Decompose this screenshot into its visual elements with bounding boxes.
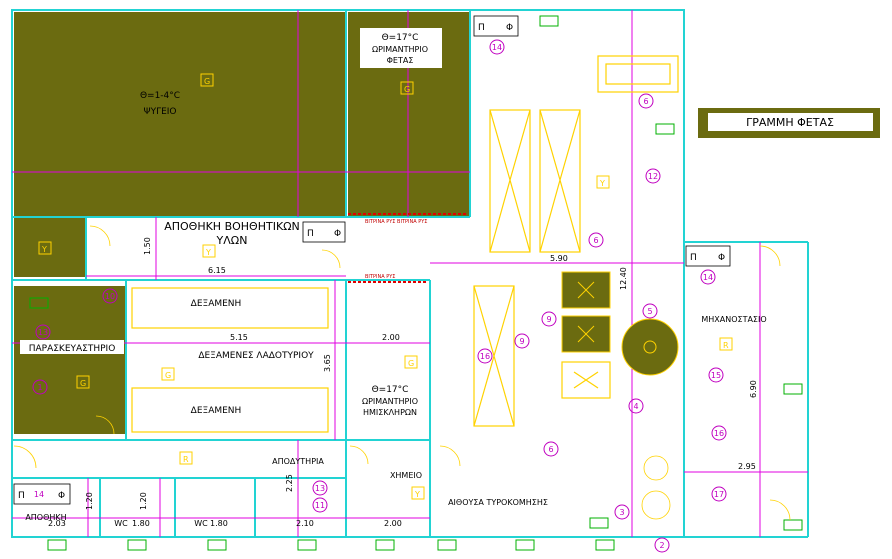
equipment-number: 9 [546,315,551,324]
tanks-oil-label: ΔΕΞΑΜΕΝΕΣ ΛΑΔΟΤΥΡΙΟΥ [198,351,314,361]
dim-615: 6.15 [208,266,226,275]
prep-room-fill [14,286,126,434]
equipment-number: 16 [714,429,724,438]
dim-120a: 1.20 [85,492,94,510]
fridge-temp: Θ=1-4°C [140,91,180,101]
dim-515: 5.15 [230,333,248,342]
svg-text:R: R [183,455,189,464]
tank-top-label: ΔΕΞΑΜΕΝΗ [191,299,242,309]
svg-text:Π: Π [307,229,314,239]
svg-text:R: R [723,341,729,350]
machine-room-label: ΜΗΧΑΝΟΣΤΑΣΙΟ [701,315,766,324]
cheese-vats [473,55,679,427]
svg-text:Π: Π [18,491,25,501]
dim-590: 5.90 [550,254,568,263]
ripening-feta-line2: ΦΕΤΑΣ [387,56,414,65]
tank-bottom-label: ΔΕΞΑΜΕΝΗ [191,406,242,416]
cheese-hall-label: ΑΙΘΟΥΣΑ ΤΥΡΟΚΟΜΗΣΗΣ [448,498,548,507]
equipment-number: 2 [659,541,664,550]
dim-203: 2.03 [48,519,66,528]
storage-label: ΑΠΟΘΗΚΗ [25,513,66,522]
tank-top [131,287,329,329]
equipment-number: 5 [647,307,652,316]
doors [13,225,791,521]
lab-label: ΧΗΜΕΙΟ [390,471,422,480]
svg-text:Φ: Φ [334,229,341,239]
svg-text:Π: Π [478,23,485,33]
dim-690: 6.90 [749,380,758,398]
equipment-number: 3 [619,508,624,517]
fridge-name: ΨΥΓΕΙΟ [143,107,176,117]
round-tank [621,318,679,376]
svg-text:Y: Y [599,179,605,188]
equipment-number: 13 [315,484,325,493]
equipment-number: 14 [34,490,44,499]
ripening-semihard-temp: Θ=17°C [372,385,409,395]
svg-text:G: G [204,77,210,86]
room-tags: G G Y Y G G G R Y Y R [38,73,733,500]
aux-storage-line2: ΥΛΩΝ [216,234,248,247]
equipment-number: 6 [548,445,553,454]
tank-bottom [131,387,329,433]
left-strip-fill [14,217,86,277]
dim-295: 2.95 [738,462,756,471]
vertrina-label-mid: ΒΙΤΡΙΝΑ ΡΥΣ [365,274,395,280]
svg-text:Y: Y [414,490,420,499]
svg-text:Y: Y [205,248,211,257]
dim-365: 3.65 [323,354,332,372]
svg-text:G: G [404,85,410,94]
equipment-number: 6 [593,236,598,245]
equipment-number: 11 [315,501,325,510]
equipment-number: 14 [703,273,713,282]
ripening-semihard-line1: ΩΡΙΜΑΝΤΗΡΙΟ [362,397,418,406]
equipment-number: 12 [648,172,658,181]
dim-200b: 2.00 [384,519,402,528]
wc1-label: WC [114,519,128,528]
dim-1240: 12.40 [619,267,628,290]
dim-180a: 1.80 [132,519,150,528]
dim-225: 2.25 [285,474,294,492]
equipment-number: 15 [711,371,721,380]
equipment-markers [31,39,727,553]
equipment-number: 13 [38,328,48,337]
dim-150: 1.50 [143,237,152,255]
svg-text:Y: Y [41,245,47,254]
svg-text:G: G [80,379,86,388]
equipment-number: 6 [643,97,648,106]
equipment-number: 16 [480,352,490,361]
sink-units: Π Φ Π Φ Π Φ Π Φ [13,15,731,505]
dim-210: 2.10 [296,519,314,528]
equipment-number: 1 [37,383,42,392]
aux-storage-line1: ΑΠΟΘΗΚΗ ΒΟΗΘΗΤΙΚΩΝ [164,220,300,233]
prep-room-label: ΠΑΡΑΣΚΕΥΑΣΤΗΡΙΟ [29,344,116,354]
press-units [561,271,611,399]
wc2-label: WC [194,519,208,528]
dim-180b: 1.80 [210,519,228,528]
equipment-number: 4 [633,402,638,411]
dim-200a: 2.00 [382,333,400,342]
ripening-feta-temp: Θ=17°C [382,33,419,43]
svg-text:G: G [165,371,171,380]
vertrina-label-top: ΒΙΤΡΙΝΑ ΡΥΣ ΒΙΤΡΙΝΑ ΡΥΣ [365,219,427,225]
ripening-feta-box [360,28,442,68]
walls [11,9,809,538]
svg-text:Φ: Φ [58,491,65,501]
svg-text:Φ: Φ [718,253,725,263]
dim-120b: 1.20 [139,492,148,510]
fridge-room-fill [14,12,346,217]
title: ΓΡΑΜΜΗ ΦΕΤΑΣ [746,116,834,129]
ripening-feta-line1: ΩΡΙΜΑΝΤΗΡΙΟ [372,45,428,54]
equipment-number: 14 [492,43,502,52]
ripening-semihard-line2: ΗΜΙΣΚΛΗΡΩΝ [363,408,417,417]
equipment-number: 9 [519,337,524,346]
equipment-number: 10 [105,292,115,301]
svg-text:Π: Π [690,253,697,263]
svg-text:Φ: Φ [506,23,513,33]
green-markers [29,15,803,551]
svg-text:G: G [408,359,414,368]
changing-room-label: ΑΠΟΔΥΤΗΡΙΑ [272,457,324,466]
equipment-number: 17 [714,490,724,499]
